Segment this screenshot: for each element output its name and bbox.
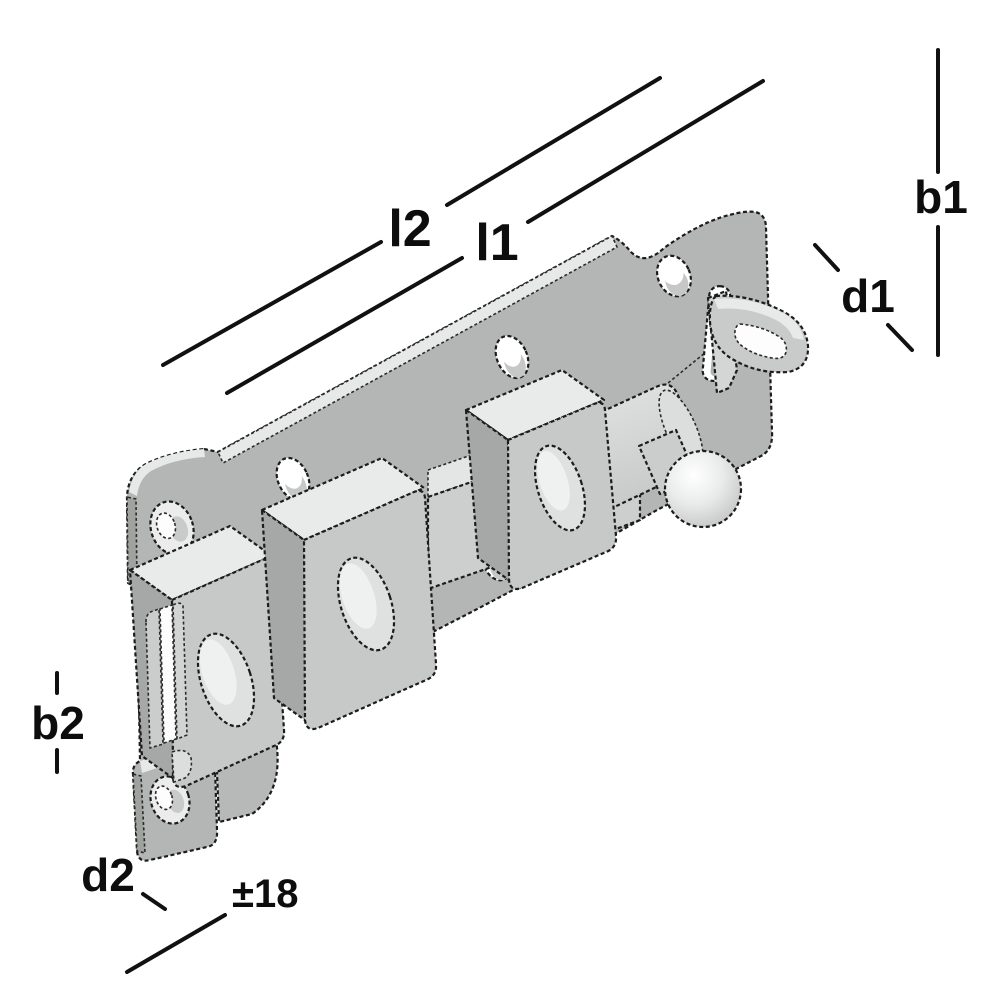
countersunk-hole: [149, 500, 195, 556]
keeper-hook: [706, 289, 810, 395]
left-lug-side-face: [126, 496, 138, 588]
screw-hole: [655, 254, 693, 298]
channel-left-strip: [145, 608, 164, 749]
screw-hole: [494, 334, 530, 380]
keeper-loop-gap: [734, 323, 788, 360]
dim-line-l2-right: [445, 76, 662, 207]
label-b2: b2: [31, 697, 85, 749]
label-d2: d2: [81, 849, 135, 901]
channel-slot: [159, 604, 177, 744]
dim-line-l1-left: [225, 256, 464, 395]
label-d1: d1: [841, 270, 895, 322]
staple-emboss: [533, 444, 587, 532]
dim-line-tolerance: [125, 913, 227, 974]
staple-roof: [464, 368, 606, 442]
dimension-labels: l2 l1 b1 d1 b2 d2 ±18: [31, 171, 968, 916]
guide-staple-left: [128, 524, 286, 789]
staple-emboss: [196, 632, 256, 728]
bottom-lug-side-face: [132, 773, 146, 854]
dimension-lines: [55, 48, 940, 974]
label-tolerance: ±18: [232, 872, 298, 916]
bolt-end-channel: [145, 602, 193, 783]
label-l1: l1: [475, 214, 518, 272]
label-l2: l2: [388, 200, 431, 258]
plate-top-edge: [217, 235, 618, 464]
channel-right-strip: [172, 602, 188, 740]
channel-foot: [171, 749, 193, 783]
countersunk-hole: [149, 775, 191, 825]
guide-staple-right: [464, 368, 618, 591]
dim-line-d1-top: [813, 243, 840, 272]
dim-line-l2-left: [161, 240, 383, 367]
dim-line-d1-bottom: [886, 323, 914, 352]
keeper-top-face: [714, 298, 804, 340]
staple-emboss: [336, 556, 396, 652]
dim-line-l1-right: [526, 79, 765, 224]
guide-staple-middle: [260, 456, 438, 731]
knob-ball: [663, 449, 743, 529]
left-lug-top-edge: [129, 449, 205, 496]
label-b1: b1: [914, 171, 968, 223]
dim-line-d2: [141, 892, 167, 911]
